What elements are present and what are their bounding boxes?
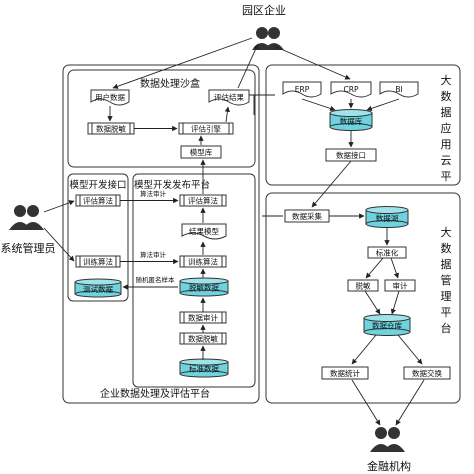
big-data-mgmt-panel [265, 192, 461, 404]
big-data-app-cloud-panel [265, 64, 461, 186]
data-lake-cylinder [365, 206, 409, 228]
outer-platform-title: 企业数据处理及评估平台 [100, 387, 210, 400]
big-data-app-cloud-title-5: 用 [441, 138, 452, 151]
edges [43, 37, 425, 426]
data-collect-label: 数据采集 [292, 211, 322, 221]
train-algo-left-label: 训练算法 [83, 257, 113, 267]
data-warehouse-cylinder [363, 314, 411, 336]
model-lib-node [180, 145, 222, 159]
data-desens-mid-label: 数据脱敏 [188, 334, 218, 344]
big-data-app-cloud-title-4: 应 [441, 121, 452, 135]
algo-audit-top-label: 算法审计 [140, 189, 167, 198]
audit-r-node [384, 279, 416, 292]
desens-data-label: 脱敏数据 [189, 283, 219, 293]
model-dev-publish-panel [132, 173, 256, 388]
data-desensitize-top-label: 数据脱敏 [96, 124, 126, 134]
eval-engine-label: 评估引擎 [191, 124, 221, 134]
erp-doc [282, 81, 322, 98]
desens-data-cylinder [179, 277, 229, 297]
data-audit-mid-label: 数据审计 [188, 313, 218, 323]
database-cylinder [329, 109, 373, 131]
desensitize-r-label: 脱敏 [356, 281, 371, 291]
algo-audit-bottom-label: 算法审计 [140, 250, 167, 259]
financial-institution-people-icon [370, 427, 405, 452]
standard-data-label: 标准数据 [189, 364, 219, 374]
eval-algo-label: 评估算法 [188, 196, 218, 206]
bi-label: BI [395, 85, 402, 94]
crp-label: CRP [344, 85, 359, 94]
sandbox-title: 数据处理沙盒 [140, 77, 200, 90]
big-data-mgmt-title-5: 理 [441, 290, 452, 303]
big-data-mgmt-title-6: 平 [441, 306, 452, 319]
data-exchange-node [403, 366, 451, 380]
data-warehouse-label: 数据仓库 [372, 321, 402, 331]
standardize-node [367, 246, 407, 259]
big-data-mgmt-title-2: 数 [441, 242, 452, 255]
erp-label: ERP [295, 85, 310, 94]
outer-platform-panel [62, 64, 260, 404]
eval-result-doc [208, 89, 250, 106]
eval-engine-node [178, 122, 234, 135]
system-admin-people-icon [9, 205, 44, 230]
test-data-cylinder [74, 278, 122, 298]
eval-algo-left-label: 评估算法 [83, 196, 113, 206]
test-data-label: 测试数据 [83, 284, 113, 294]
data-lake-label: 数据湖 [376, 213, 399, 223]
model-lib-label: 模型库 [190, 147, 213, 157]
big-data-mgmt-title-3: 据 [441, 257, 452, 271]
train-algo-label: 训练算法 [188, 257, 218, 267]
data-stats-label: 数据统计 [330, 368, 360, 378]
crp-doc [330, 81, 372, 98]
database-label: 数据库 [340, 116, 363, 126]
big-data-app-cloud-title-2: 数 [441, 90, 452, 103]
user-data-label: 用户数据 [95, 92, 125, 102]
system-admin-label: 系统管理员 [1, 241, 56, 255]
data-interface-label: 数据接口 [336, 150, 366, 160]
data-exchange-label: 数据交换 [412, 368, 442, 378]
desensitize-r-node [347, 279, 379, 292]
big-data-mgmt-title-4: 管 [441, 273, 452, 287]
park-enterprise-label: 园区企业 [242, 3, 286, 17]
result-model-doc [181, 223, 227, 240]
standardize-label: 标准化 [376, 248, 399, 258]
big-data-app-cloud-title-7: 平 [441, 170, 452, 183]
big-data-app-cloud-title-3: 据 [441, 105, 452, 119]
big-data-app-cloud-title-6: 云 [441, 154, 452, 167]
big-data-mgmt-title-1: 大 [441, 225, 452, 239]
random-sample-label: 随机匿名样本 [136, 275, 176, 284]
audit-r-label: 审计 [393, 281, 408, 291]
model-dev-title: 模型开发接口 [69, 179, 126, 191]
big-data-mgmt-title-7: 台 [441, 321, 452, 335]
data-stats-node [321, 366, 369, 380]
model-dev-publish-title: 模型开发发布平台 [134, 179, 210, 191]
bi-doc [379, 81, 419, 98]
result-model-label: 结果模型 [189, 226, 219, 236]
financial-institution-label: 金融机构 [367, 459, 411, 473]
big-data-app-cloud-title-1: 大 [441, 73, 452, 87]
model-dev-panel [67, 173, 129, 302]
standard-data-cylinder [179, 358, 229, 378]
sandbox-panel [67, 69, 256, 168]
eval-algo-node [179, 194, 227, 207]
eval-result-label: 评估结果 [214, 92, 244, 102]
train-algo-node [179, 255, 227, 268]
user-data-doc [90, 89, 130, 106]
